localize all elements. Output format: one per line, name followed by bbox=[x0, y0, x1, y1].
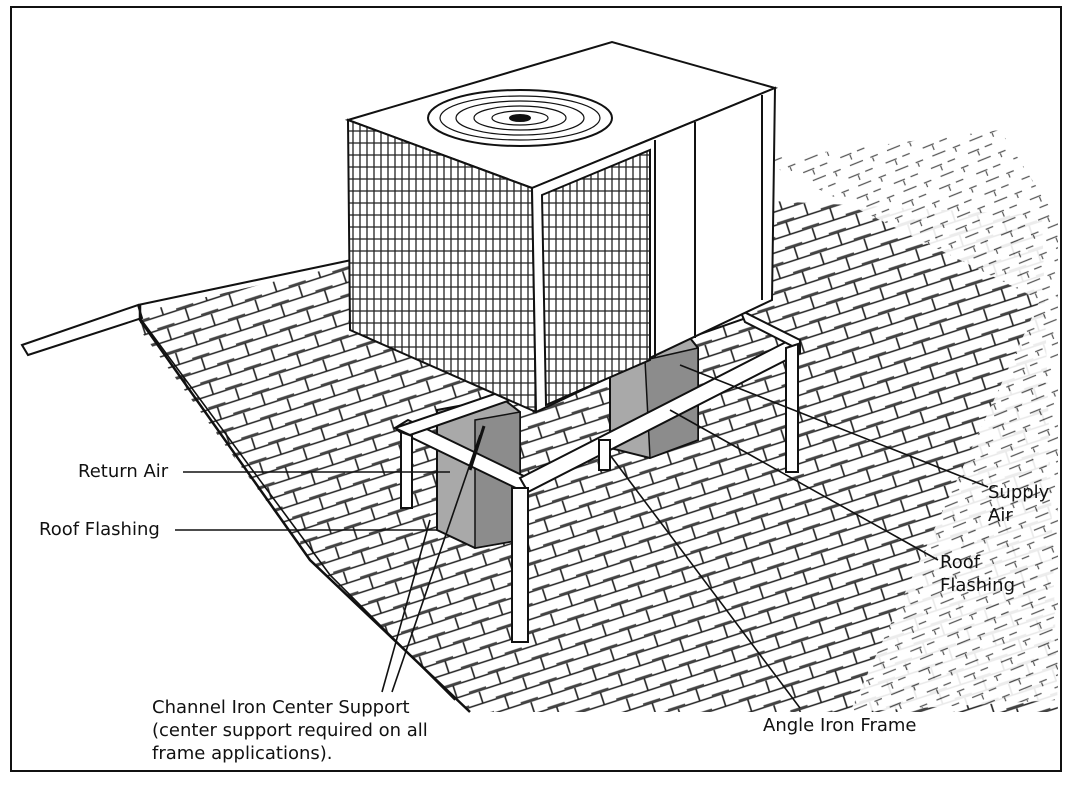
roof-flashing-right-line2: Flashing bbox=[940, 575, 1016, 596]
roof-flashing-right-label: Roof Flashing bbox=[940, 551, 1015, 597]
supply-air-label: Supply Air bbox=[988, 481, 1049, 527]
roof-flashing-right-line1: Roof bbox=[940, 552, 981, 573]
supply-air-line2: Air bbox=[988, 505, 1013, 526]
return-air-label: Return Air bbox=[78, 461, 169, 482]
angle-iron-frame-label: Angle Iron Frame bbox=[763, 715, 917, 736]
roof-flashing-left-label: Roof Flashing bbox=[39, 519, 160, 540]
supply-air-line1: Supply bbox=[988, 482, 1050, 503]
channel-iron-label: Channel Iron Center Support (center supp… bbox=[152, 696, 428, 765]
channel-iron-line1: Channel Iron Center Support bbox=[152, 697, 410, 718]
channel-iron-line3: frame applications). bbox=[152, 743, 333, 764]
channel-iron-line2: (center support required on all bbox=[152, 720, 428, 741]
leader-lines bbox=[175, 364, 989, 709]
rooftop-unit bbox=[344, 40, 779, 414]
